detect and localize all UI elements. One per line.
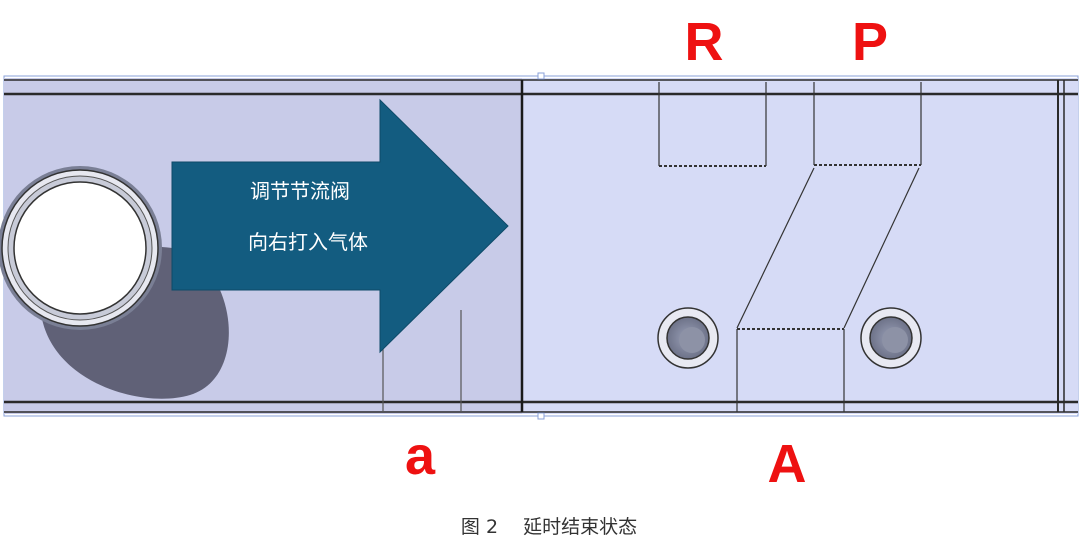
mounting-hole-left <box>657 307 719 369</box>
port-a-passage <box>736 328 845 412</box>
cylinder-end <box>0 166 162 330</box>
arrow-text-line2: 向右打入气体 <box>248 230 368 254</box>
diagonal-channel <box>736 167 920 329</box>
arrow-text-line1: 调节节流阀 <box>250 179 350 203</box>
right-chamber <box>522 78 1078 414</box>
port-a-small-label: a <box>405 426 436 486</box>
port-r-label: R <box>685 12 724 72</box>
figure-caption: 图 2 延时结束状态 <box>461 516 637 538</box>
arrow-shape <box>171 98 509 354</box>
mounting-hole-right <box>860 307 922 369</box>
airflow-arrow: 调节节流阀 向右打入气体 <box>171 98 509 354</box>
port-p-passage <box>813 82 922 166</box>
valve-body <box>0 72 1079 420</box>
port-p-label: P <box>852 12 888 72</box>
port-r-passage <box>658 82 767 167</box>
port-a-label: A <box>768 434 807 494</box>
